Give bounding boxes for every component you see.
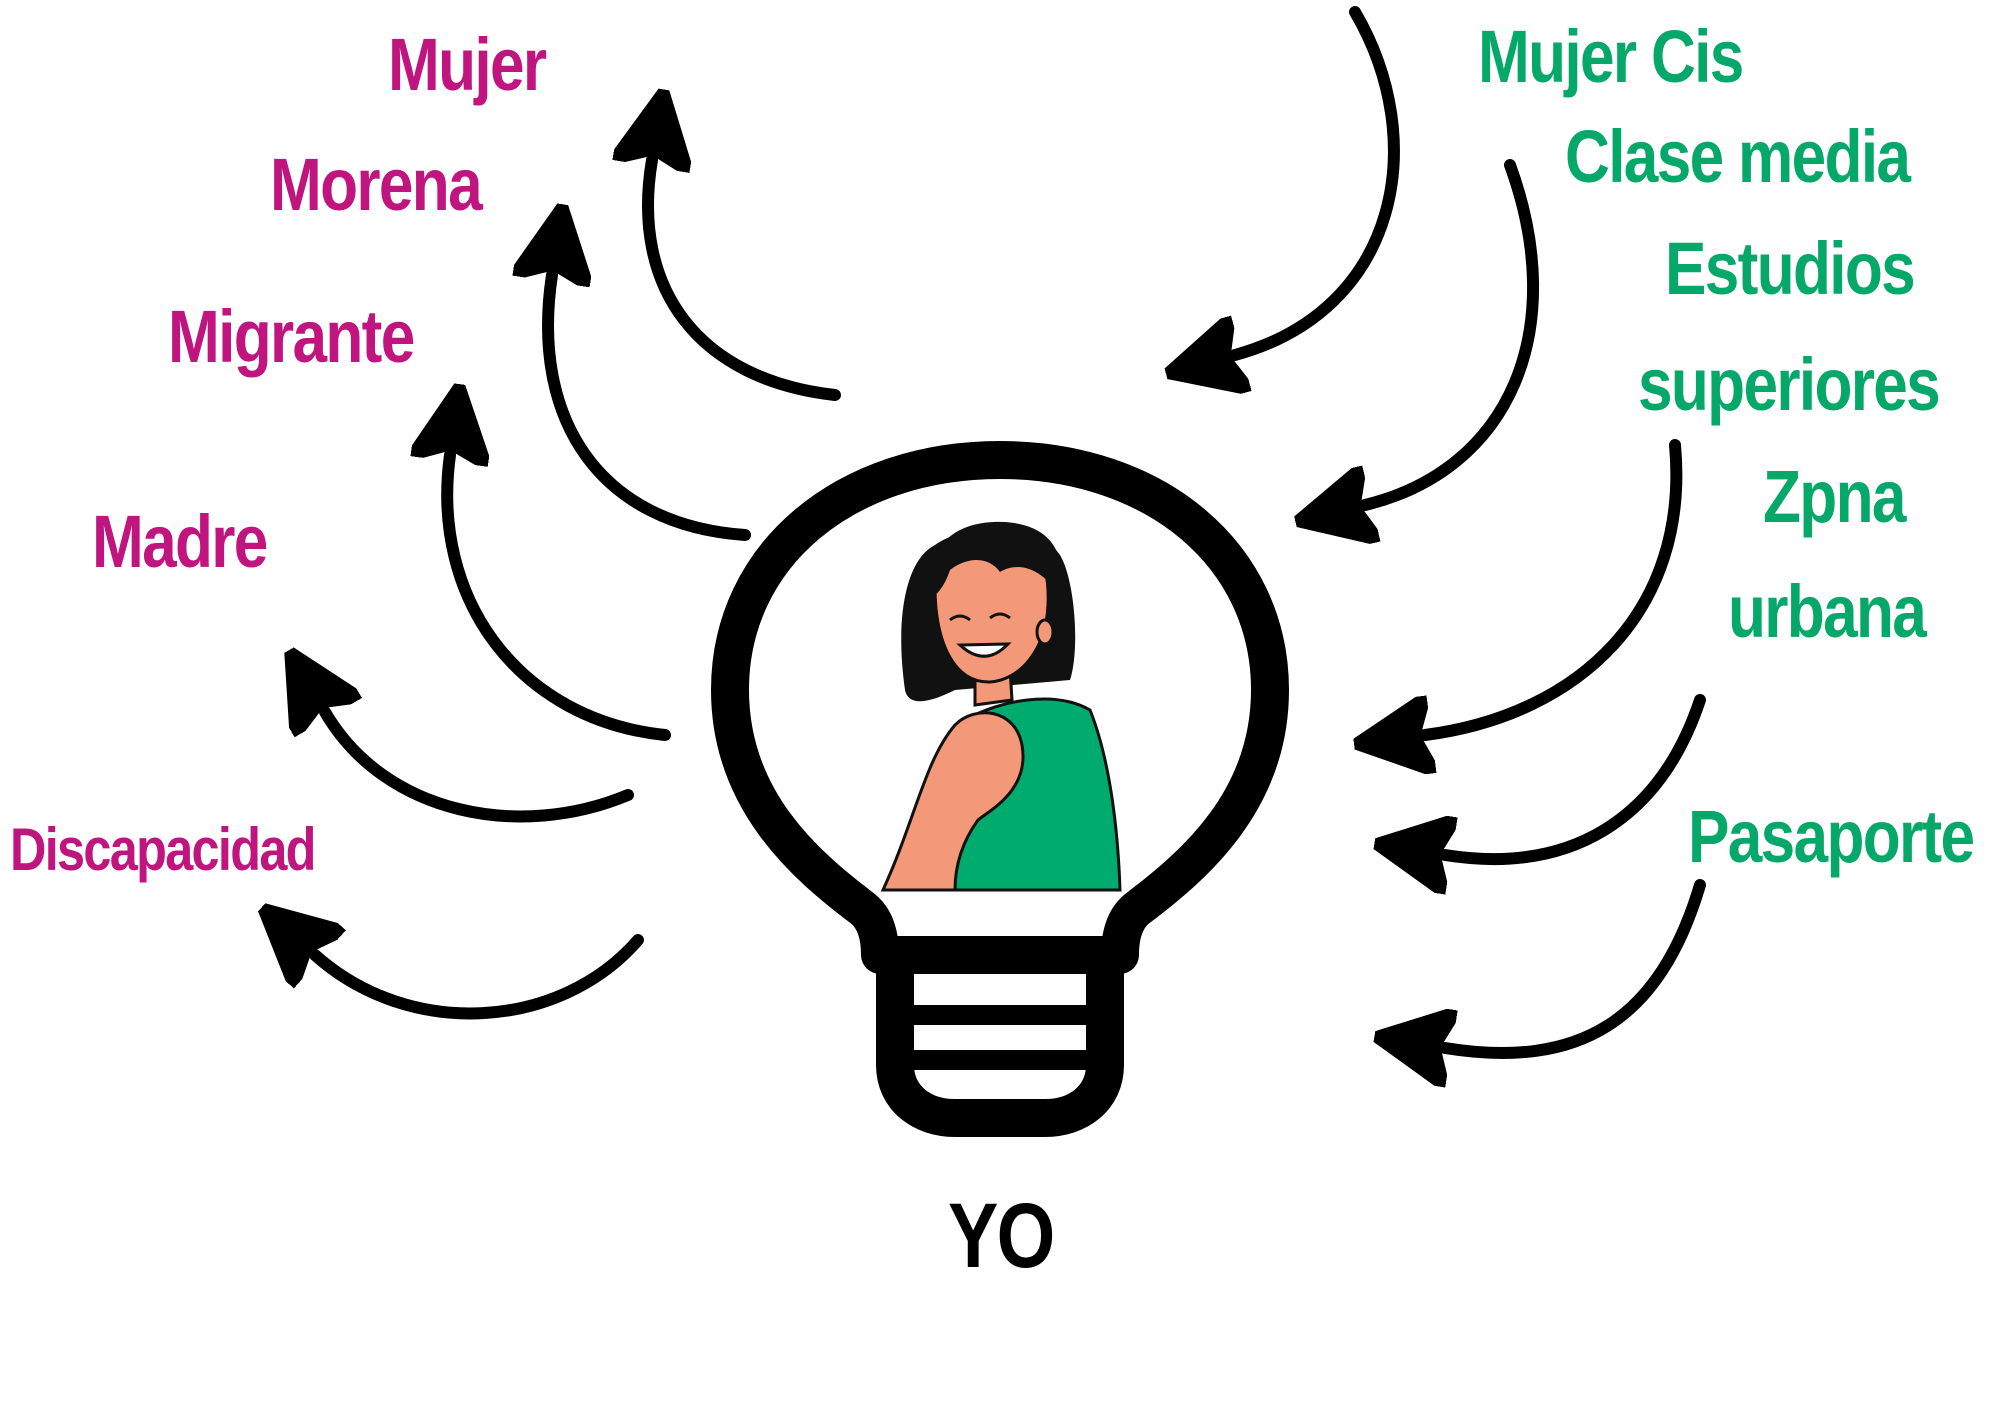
- eye-left: [949, 614, 971, 622]
- arrow-from-pasaporte: [1445, 879, 1706, 1053]
- hair-fringe: [927, 521, 1063, 600]
- arrow-to-morena: [548, 275, 751, 541]
- label-superiores: superiores: [1638, 343, 1941, 426]
- label-madre: Madre: [92, 500, 268, 583]
- center-label-yo: YO: [948, 1185, 1055, 1287]
- arrow-from-clase-media: [1365, 159, 1540, 505]
- outward-arrows: [315, 160, 841, 1020]
- label-pasaporte: Pasaporte: [1688, 795, 1975, 878]
- label-mujer: Mujer: [388, 23, 547, 106]
- label-mujer-cis: Mujer Cis: [1478, 15, 1744, 98]
- smiling-woman-illustration: [880, 521, 1122, 892]
- label-zpna: Zpna: [1763, 455, 1906, 538]
- arrow-from-mujer-cis: [1235, 6, 1400, 355]
- arrow-to-madre: [325, 712, 634, 823]
- lightbulb-icon: [711, 441, 1289, 1137]
- bulb-base-outline: [876, 955, 1124, 1137]
- bulb-thread-line: [896, 1050, 1104, 1070]
- smile: [956, 642, 1012, 658]
- eye-right: [989, 612, 1011, 620]
- arrow-from-estudios: [1425, 439, 1683, 735]
- arrow-to-migrante: [447, 455, 671, 741]
- arm: [880, 711, 1025, 892]
- arrow-to-mujer: [648, 160, 841, 401]
- label-urbana: urbana: [1728, 570, 1927, 653]
- bulb-globe-outline: [711, 441, 1289, 974]
- label-migrante: Migrante: [168, 295, 415, 378]
- label-discapacidad: Discapacidad: [10, 816, 316, 883]
- arrow-to-discapacidad: [315, 940, 644, 1020]
- ear: [1035, 618, 1055, 646]
- arrow-from-zona-urbana: [1445, 694, 1706, 859]
- label-morena: Morena: [270, 143, 483, 226]
- inward-arrows: [1235, 6, 1706, 1053]
- bulb-thread-line: [896, 1005, 1104, 1025]
- label-clase-media: Clase media: [1565, 115, 1911, 198]
- label-estudios: Estudios: [1665, 227, 1916, 310]
